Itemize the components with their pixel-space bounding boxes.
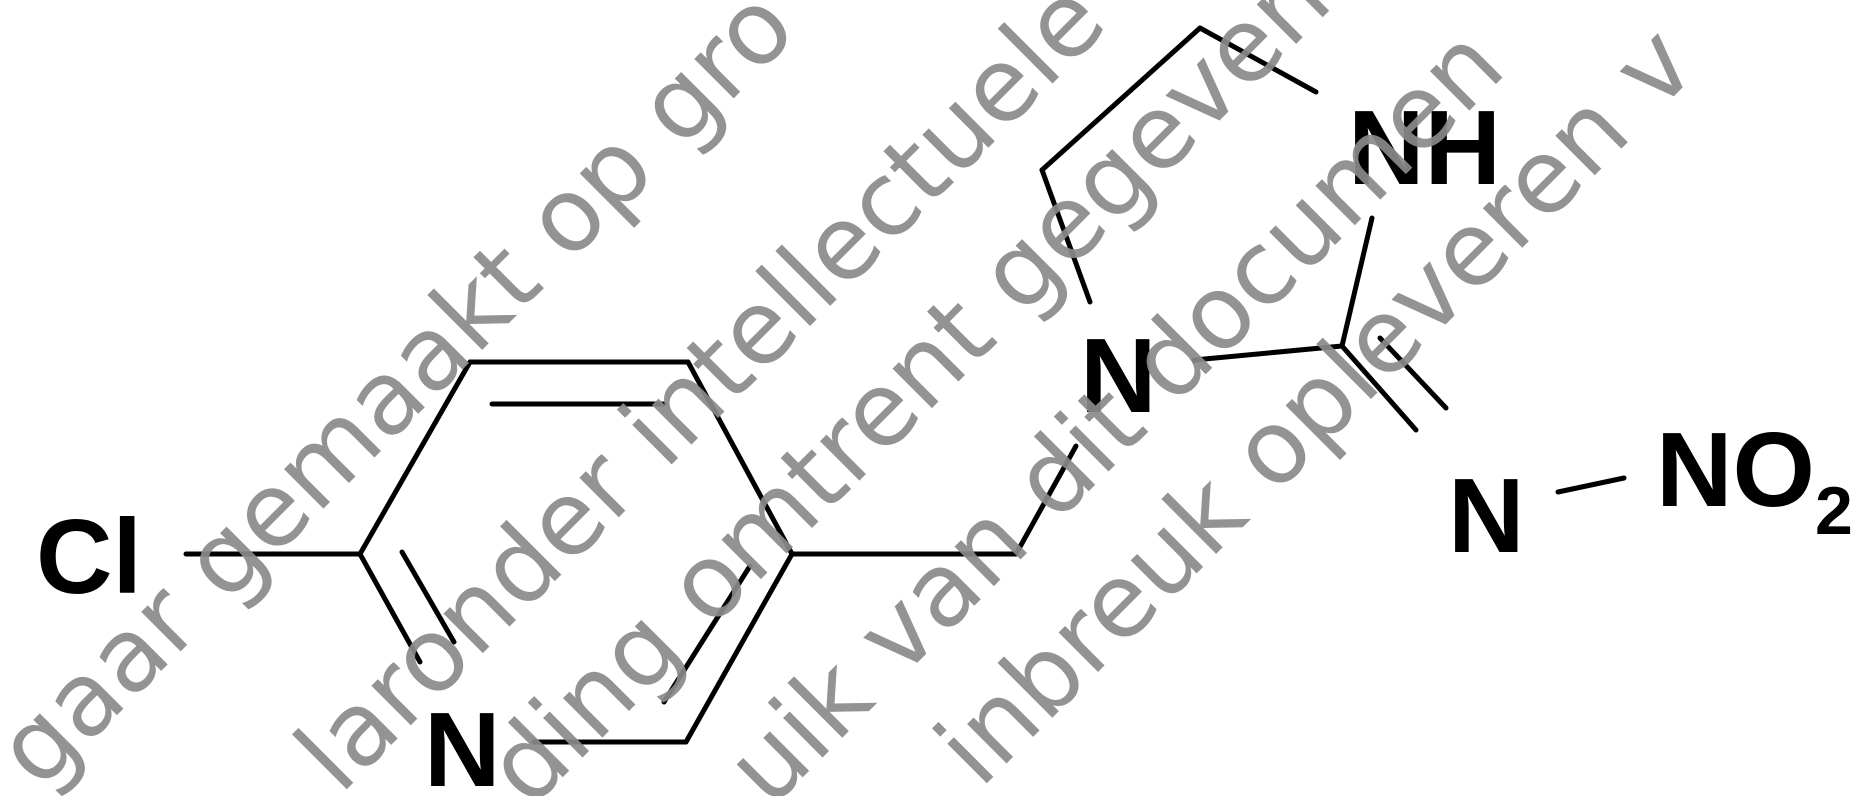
atom-labels: Cl N N NH N NO2 bbox=[36, 89, 1853, 796]
bond-ch2a-ch2b bbox=[1039, 25, 1203, 173]
atom-no2-subscript: 2 bbox=[1815, 473, 1853, 549]
atom-n-pyridine: N bbox=[424, 691, 501, 796]
bond-nh-c bbox=[1339, 215, 1375, 349]
bond-n-c bbox=[1191, 343, 1345, 363]
bond-n1-c2-inner bbox=[399, 549, 457, 645]
atom-cl: Cl bbox=[36, 498, 142, 616]
watermark: gaar gemaakt op gro laronder intellectue… bbox=[0, 0, 1717, 796]
atom-nh: NH bbox=[1348, 89, 1501, 207]
bond-c5-c6-inner bbox=[661, 563, 753, 705]
bond-n-ch2a bbox=[1039, 167, 1093, 305]
bond-c-n-imine-1 bbox=[1339, 343, 1419, 433]
atom-n-imine: N bbox=[1448, 457, 1525, 575]
bond-n-no2 bbox=[1555, 475, 1627, 495]
bond-ch2b-nh bbox=[1197, 25, 1319, 95]
atom-no2-main: NO bbox=[1656, 411, 1815, 529]
atom-no2: NO2 bbox=[1656, 411, 1853, 549]
bond-c-n-imine-2 bbox=[1377, 335, 1449, 411]
bond-c2-c3 bbox=[357, 359, 473, 557]
atom-n-ring: N bbox=[1080, 317, 1157, 435]
bond-ch2-n bbox=[1013, 443, 1079, 557]
bonds bbox=[183, 25, 1627, 745]
bond-n1-c2 bbox=[357, 551, 423, 665]
bond-c4-c5 bbox=[685, 359, 795, 557]
bond-c5-c6 bbox=[683, 551, 795, 745]
